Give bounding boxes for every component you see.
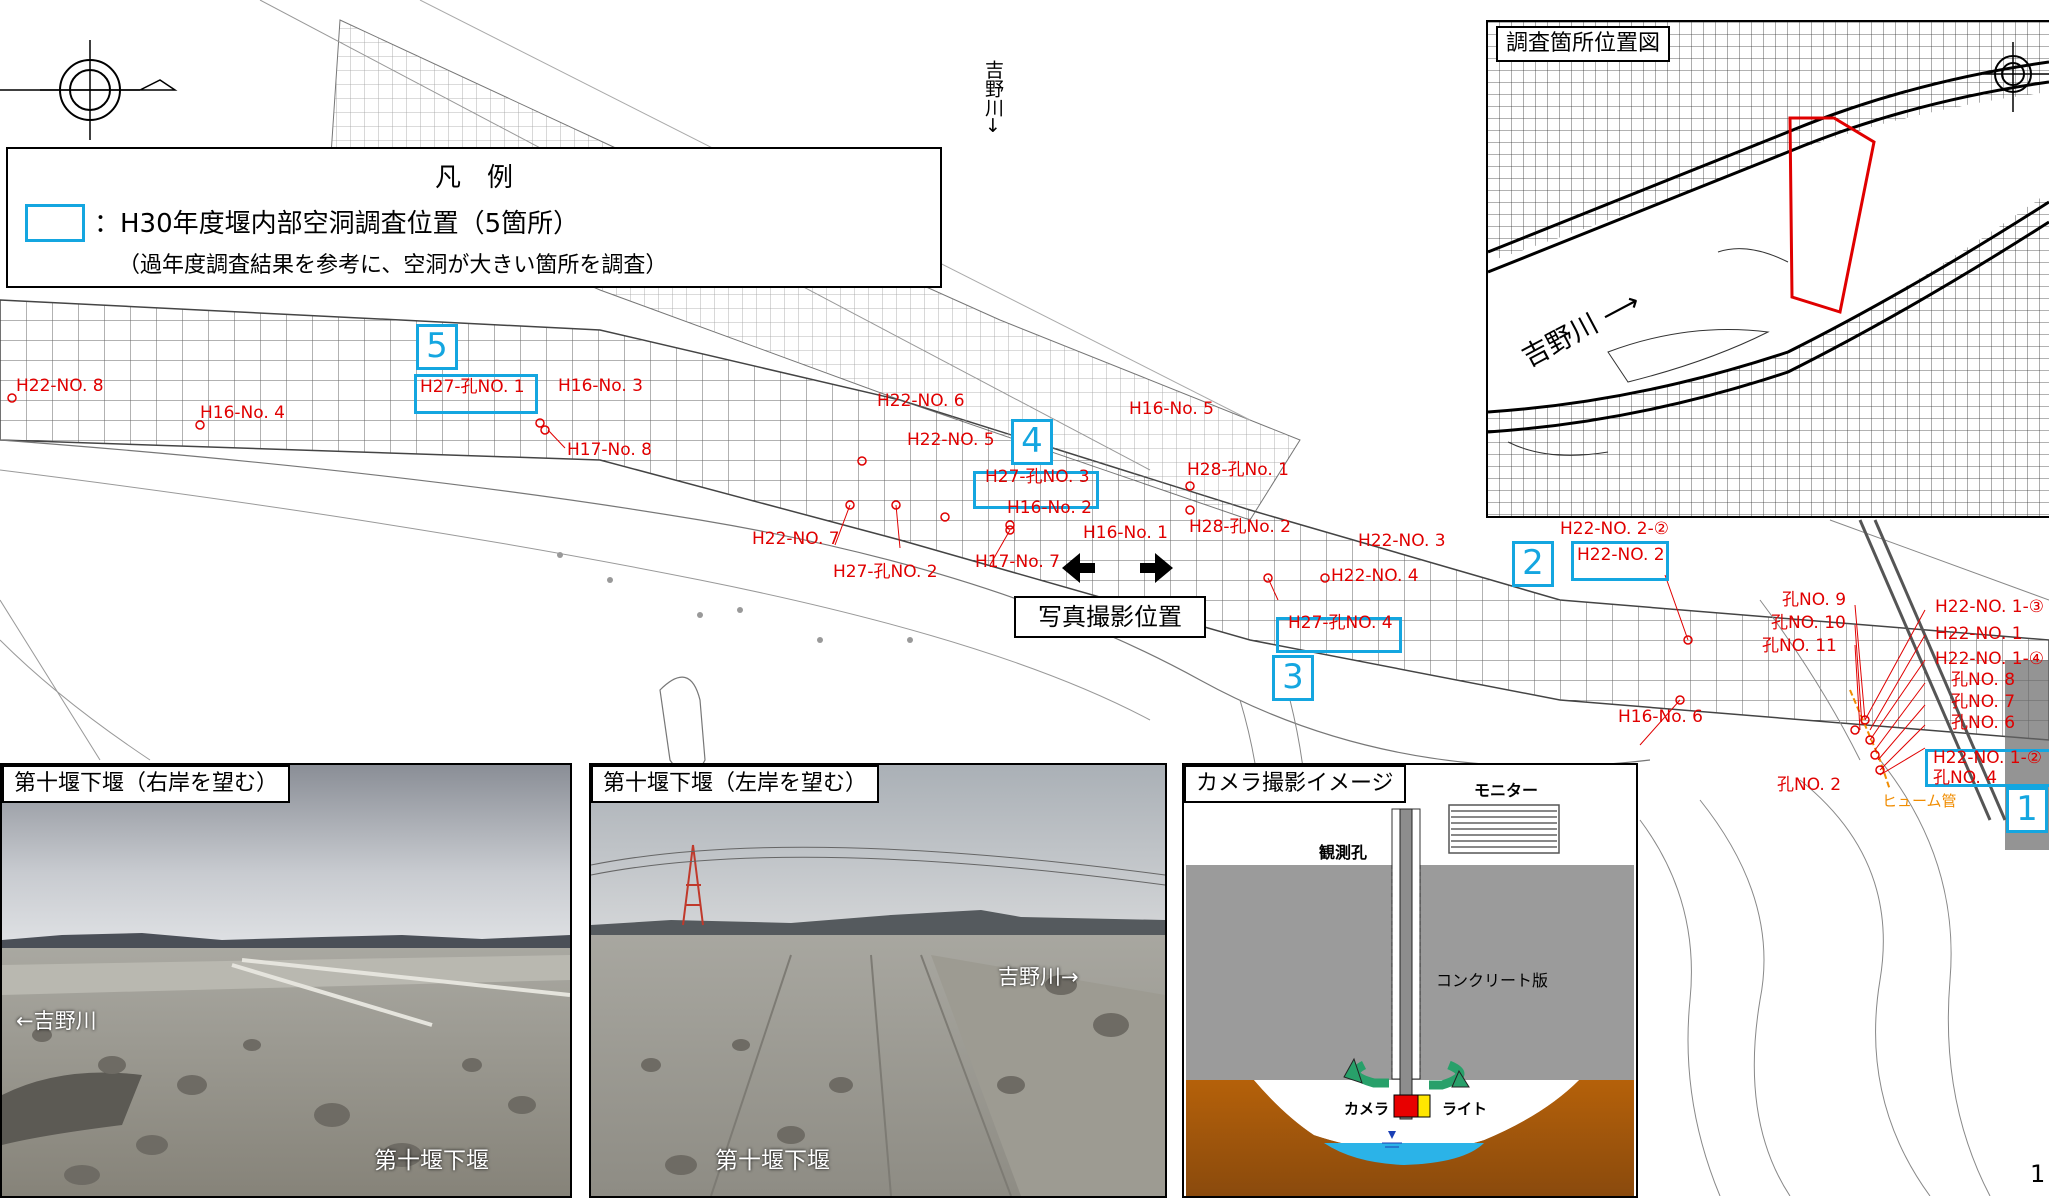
label-h22-no1-2: H22-NO. 1-② (1933, 748, 2042, 768)
label-h22-no4: H22-NO. 4 (1331, 566, 1419, 586)
label-h22-no1-3: H22-NO. 1-③ (1935, 597, 2044, 617)
label-h22-no2-2: H22-NO. 2-② (1560, 519, 1669, 539)
legend-blue-swatch (25, 204, 85, 242)
page-number: 1 (2030, 1160, 2046, 1188)
survey-number-5: 5 (416, 324, 458, 370)
label-ko-no6: 孔NO. 6 (1951, 713, 2016, 733)
slab-label: コンクリート版 (1436, 971, 1549, 990)
camera-label: カメラ (1344, 1100, 1390, 1118)
photo-panel-left-bank: 第十堰下堰（左岸を望む） 吉野川→ 第十堰下堰 (589, 763, 1167, 1198)
label-h27-ko4: H27-孔NO. 4 (1288, 613, 1393, 633)
river-label-yoshino: 吉野川→ (982, 60, 1004, 133)
label-h22-no1: H22-NO. 1 (1935, 624, 2023, 644)
photo-left-weir-label: 第十堰下堰 (715, 1148, 830, 1174)
label-h22-no2: H22-NO. 2 (1577, 545, 1665, 565)
label-h16-no3: H16-No. 3 (558, 376, 643, 396)
inset-map-drawing (1488, 22, 2049, 516)
label-h28-ko1: H28-孔No. 1 (1187, 460, 1289, 480)
survey-box-3 (1276, 617, 1402, 653)
label-ko-no10: 孔NO. 10 (1771, 613, 1846, 633)
photo-right-title: 第十堰下堰（右岸を望む） (2, 765, 291, 803)
label-h16-no2: H16-No. 2 (1007, 498, 1092, 518)
survey-number-2: 2 (1512, 541, 1554, 587)
label-h22-no1-4: H22-NO. 1-④ (1935, 649, 2044, 669)
hume-pipe-label: ヒューム管 (1882, 792, 1957, 810)
camera-diagram-panel: カメラ撮影イメージ モニター 観測孔 コンクリート版 カメラ ライト (1182, 763, 1638, 1198)
photo-left-title: 第十堰下堰（左岸を望む） (591, 765, 880, 803)
survey-number-3: 3 (1272, 655, 1314, 701)
label-ko-no7: 孔NO. 7 (1951, 692, 2016, 712)
label-ko-no2: 孔NO. 2 (1777, 775, 1842, 795)
label-h27-ko2: H27-孔NO. 2 (833, 562, 938, 582)
north-arrow-icon (0, 40, 178, 140)
label-h16-no4: H16-No. 4 (200, 403, 285, 423)
label-h27-ko1: H27-孔NO. 1 (420, 377, 525, 397)
label-h22-no7: H22-NO. 7 (752, 529, 840, 549)
label-h28-ko2: H28-孔No. 2 (1189, 517, 1291, 537)
label-h22-no5: H22-NO. 5 (907, 430, 995, 450)
legend-title: 凡 例 (434, 163, 513, 193)
photo-left-bank-image (591, 765, 1165, 1196)
camera-panel-title: カメラ撮影イメージ (1184, 765, 1406, 803)
inset-title: 調査箇所位置図 (1496, 26, 1671, 62)
legend-box: 凡 例 ：H30年度堰内部空洞調査位置（5箇所） （過年度調査結果を参考に、空洞… (6, 147, 942, 288)
survey-box-4 (973, 471, 1099, 509)
survey-box-2 (1571, 541, 1669, 581)
label-h22-no6: H22-NO. 6 (877, 391, 965, 411)
legend-line-2: （過年度調査結果を参考に、空洞が大きい箇所を調査） (118, 253, 668, 278)
label-h22-no8: H22-NO. 8 (16, 376, 104, 396)
inset-location-map: 調査箇所位置図 吉野川 ⟶ (1486, 20, 2049, 518)
label-ko-no11: 孔NO. 11 (1762, 636, 1837, 656)
label-h16-no1: H16-No. 1 (1083, 523, 1168, 543)
label-h16-no5: H16-No. 5 (1129, 399, 1214, 419)
arrow-right-icon (1140, 553, 1173, 583)
label-ko-no4: 孔NO. 4 (1933, 768, 1998, 788)
photo-right-bank-image (2, 765, 570, 1196)
survey-box-5 (414, 374, 538, 414)
survey-box-1 (1925, 749, 2049, 787)
monitor-label: モニター (1474, 781, 1539, 800)
label-h17-no8: H17-No. 8 (567, 440, 652, 460)
photo-position-label: 写真撮影位置 (1014, 596, 1206, 638)
label-h17-no7: H17-No. 7 (975, 552, 1060, 572)
photo-right-weir-label: 第十堰下堰 (374, 1148, 489, 1174)
label-ko-no8: 孔NO. 8 (1951, 670, 2016, 690)
hole-label: 観測孔 (1319, 843, 1368, 862)
arrow-left-icon (1062, 553, 1095, 583)
label-h22-no3: H22-NO. 3 (1358, 531, 1446, 551)
survey-number-4: 4 (1011, 419, 1053, 465)
label-h16-no6: H16-No. 6 (1618, 707, 1703, 727)
photo-panel-right-bank: 第十堰下堰（右岸を望む） ←吉野川 第十堰下堰 (0, 763, 572, 1198)
monitor-icon (1448, 804, 1560, 854)
legend-line-1: ：H30年度堰内部空洞調査位置（5箇所） (94, 209, 580, 239)
camera-diagram (1186, 804, 1634, 1196)
survey-number-1: 1 (2006, 787, 2048, 833)
label-h27-ko3: H27-孔NO. 3 (985, 467, 1090, 487)
label-ko-no9: 孔NO. 9 (1782, 590, 1847, 610)
photo-right-river-label: ←吉野川 (16, 1009, 97, 1033)
photo-left-river-label: 吉野川→ (998, 965, 1079, 989)
light-label: ライト (1442, 1100, 1488, 1118)
